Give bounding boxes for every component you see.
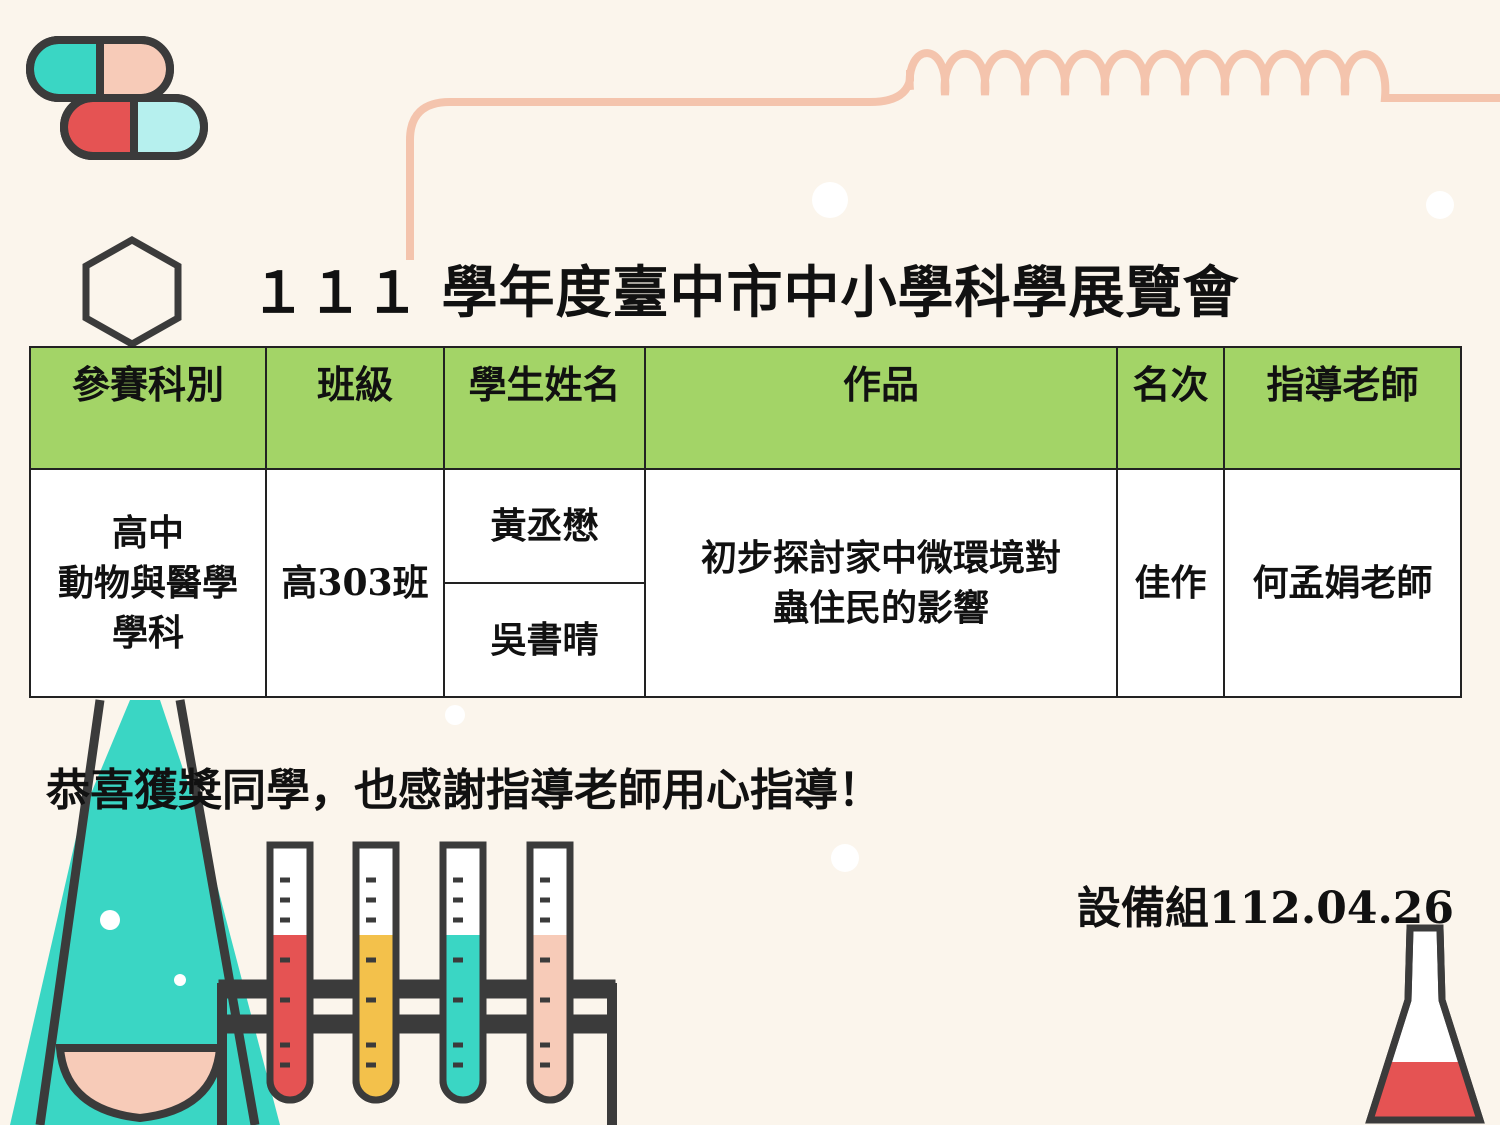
student-name-cell: 黃丞懋 — [443, 468, 646, 584]
work-line: 初步探討家中微環境對 — [700, 537, 1061, 579]
rank-cell: 佳作 — [1116, 468, 1225, 698]
header-category: 參賽科別 — [29, 346, 267, 470]
test-tubes-icon — [217, 841, 617, 1125]
table-header-row: 參賽科別 班級 學生姓名 作品 名次 指導老師 — [29, 346, 1462, 470]
congratulation-message: 恭喜獲獎同學，也感謝指導老師用心指導！ — [46, 765, 882, 816]
table-row: 吳書晴 — [30, 582, 1461, 698]
header-work: 作品 — [644, 346, 1118, 470]
tube-tick-marks — [280, 877, 550, 1068]
header-rank: 名次 — [1116, 346, 1225, 470]
flask-icon — [10, 699, 280, 1125]
bowl-icon — [55, 1044, 225, 1123]
work-cell: 初步探討家中微環境對 蟲住民的影響 — [644, 468, 1118, 698]
pill-capsule-icon — [26, 36, 208, 160]
hexagon-molecule-icon — [82, 235, 182, 349]
category-cell: 高中 動物與醫學 學科 — [29, 468, 267, 698]
work-line: 蟲住民的影響 — [772, 587, 989, 629]
award-table: 參賽科別 班級 學生姓名 作品 名次 指導老師 高中 動物與醫學 學科 高303… — [29, 346, 1462, 698]
small-flask-icon — [1365, 924, 1485, 1124]
student-name-cell: 吳書晴 — [443, 582, 646, 698]
category-line: 動物與醫學 — [57, 562, 238, 604]
table-row: 高中 動物與醫學 學科 高303班 黃丞懋 初步探討家中微環境對 蟲住民的影響 … — [29, 468, 1462, 698]
category-line: 高中 — [111, 512, 184, 554]
header-class: 班級 — [265, 346, 445, 470]
page-title: １１１ 學年度臺中市中小學科學展覽會 — [250, 260, 1240, 326]
category-line: 學科 — [111, 612, 184, 654]
teacher-cell: 何孟娟老師 — [1223, 468, 1462, 698]
signature-date: 設備組112.04.26 — [1077, 883, 1454, 934]
class-cell: 高303班 — [265, 468, 445, 698]
header-teacher: 指導老師 — [1223, 346, 1462, 470]
header-student-name: 學生姓名 — [443, 346, 646, 470]
tubing-line-decor — [406, 70, 914, 141]
coil-decor — [905, 49, 1500, 102]
